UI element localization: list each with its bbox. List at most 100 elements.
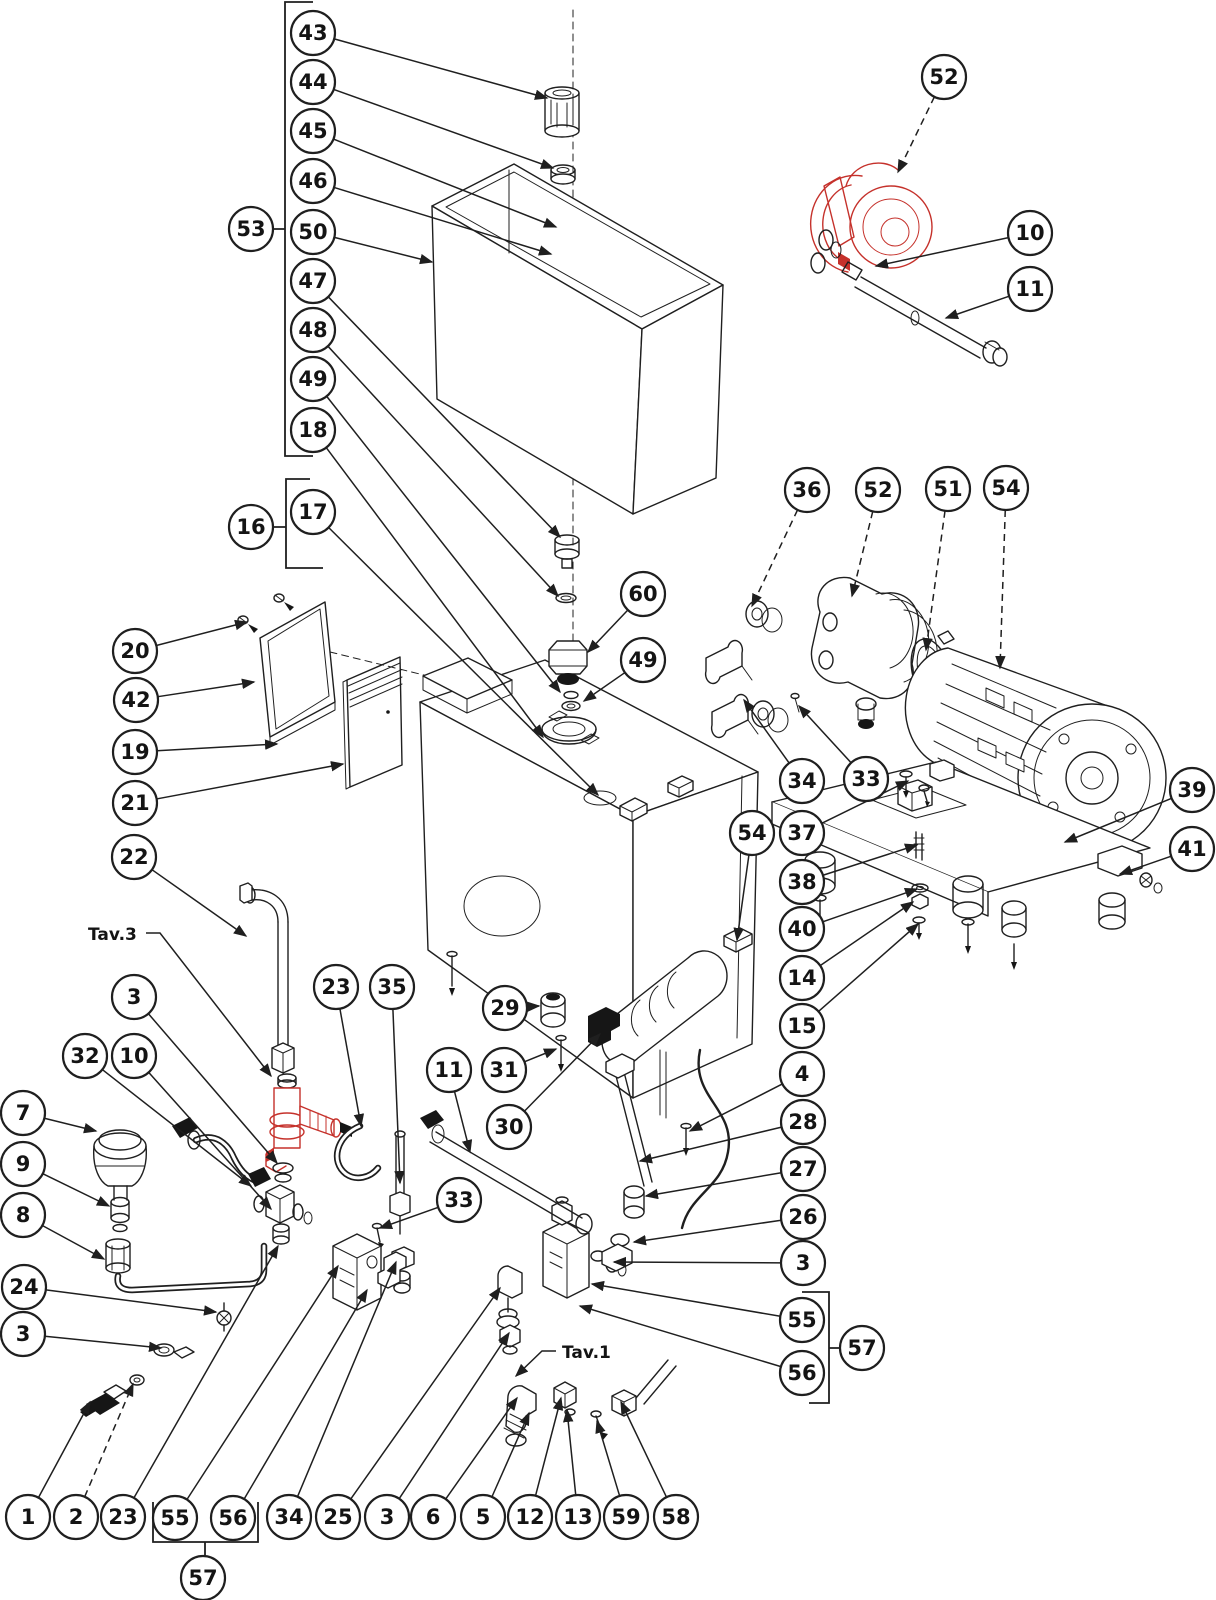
callout-circle[interactable] — [779, 1193, 827, 1241]
callout-34[interactable]: 34 — [265, 1493, 313, 1541]
table-ref-label[interactable]: Tav.1 — [562, 1343, 611, 1363]
callout-circle[interactable] — [459, 1493, 507, 1541]
callout-55[interactable]: 55 — [778, 1296, 826, 1344]
callout-circle[interactable] — [924, 465, 972, 513]
callout-16[interactable]: 16 — [227, 503, 275, 551]
callout-circle[interactable] — [783, 466, 831, 514]
callout-circle[interactable] — [265, 1493, 313, 1541]
callout-circle[interactable] — [209, 1494, 257, 1542]
callout-circle[interactable] — [1006, 265, 1054, 313]
callout-10[interactable]: 10 — [110, 1032, 158, 1080]
callout-57[interactable]: 57 — [179, 1554, 227, 1600]
callout-circle[interactable] — [289, 107, 337, 155]
callout-49[interactable]: 49 — [619, 636, 667, 684]
callout-circle[interactable] — [61, 1032, 109, 1080]
callout-2[interactable]: 2 — [52, 1493, 100, 1541]
callout-52[interactable]: 52 — [920, 53, 968, 101]
callout-34[interactable]: 34 — [778, 757, 826, 805]
callout-42[interactable]: 42 — [112, 676, 160, 724]
callout-circle[interactable] — [1168, 766, 1216, 814]
callout-circle[interactable] — [778, 757, 826, 805]
callout-26[interactable]: 26 — [779, 1193, 827, 1241]
callout-44[interactable]: 44 — [289, 58, 337, 106]
callout-40[interactable]: 40 — [778, 905, 826, 953]
callout-circle[interactable] — [779, 1145, 827, 1193]
callout-circle[interactable] — [289, 488, 337, 536]
callout-circle[interactable] — [289, 208, 337, 256]
callout-circle[interactable] — [368, 963, 416, 1011]
callout-circle[interactable] — [409, 1493, 457, 1541]
callout-circle[interactable] — [99, 1493, 147, 1541]
callout-5[interactable]: 5 — [459, 1493, 507, 1541]
callout-14[interactable]: 14 — [778, 954, 826, 1002]
callout-22[interactable]: 22 — [110, 833, 158, 881]
callout-33[interactable]: 33 — [842, 755, 890, 803]
callout-49[interactable]: 49 — [289, 355, 337, 403]
callout-circle[interactable] — [0, 1263, 48, 1311]
callout-11[interactable]: 11 — [1006, 265, 1054, 313]
callout-8[interactable]: 8 — [0, 1191, 47, 1239]
callout-28[interactable]: 28 — [779, 1098, 827, 1146]
callout-circle[interactable] — [778, 858, 826, 906]
callout-24[interactable]: 24 — [0, 1263, 48, 1311]
callout-23[interactable]: 23 — [99, 1493, 147, 1541]
callout-circle[interactable] — [110, 1032, 158, 1080]
callout-17[interactable]: 17 — [289, 488, 337, 536]
callout-circle[interactable] — [0, 1191, 47, 1239]
callout-circle[interactable] — [854, 466, 902, 514]
callout-circle[interactable] — [110, 973, 158, 1021]
callout-circle[interactable] — [289, 306, 337, 354]
callout-35[interactable]: 35 — [368, 963, 416, 1011]
callout-11[interactable]: 11 — [425, 1046, 473, 1094]
callout-circle[interactable] — [289, 9, 337, 57]
callout-1[interactable]: 1 — [4, 1493, 52, 1541]
callout-12[interactable]: 12 — [506, 1493, 554, 1541]
callout-circle[interactable] — [227, 503, 275, 551]
callout-39[interactable]: 39 — [1168, 766, 1216, 814]
callout-circle[interactable] — [778, 1002, 826, 1050]
callout-circle[interactable] — [778, 954, 826, 1002]
callout-circle[interactable] — [728, 809, 776, 857]
callout-circle[interactable] — [1168, 825, 1216, 873]
callout-41[interactable]: 41 — [1168, 825, 1216, 873]
callout-circle[interactable] — [289, 157, 337, 205]
callout-circle[interactable] — [602, 1493, 650, 1541]
callout-38[interactable]: 38 — [778, 858, 826, 906]
callout-57[interactable]: 57 — [838, 1324, 886, 1372]
callout-31[interactable]: 31 — [480, 1046, 528, 1094]
callout-circle[interactable] — [312, 963, 360, 1011]
callout-20[interactable]: 20 — [111, 627, 159, 675]
callout-3[interactable]: 3 — [363, 1493, 411, 1541]
callout-circle[interactable] — [4, 1493, 52, 1541]
callout-46[interactable]: 46 — [289, 157, 337, 205]
callout-3[interactable]: 3 — [110, 973, 158, 1021]
callout-32[interactable]: 32 — [61, 1032, 109, 1080]
table-ref-label[interactable]: Tav.3 — [88, 925, 137, 945]
callout-circle[interactable] — [982, 464, 1030, 512]
callout-52[interactable]: 52 — [854, 466, 902, 514]
callout-56[interactable]: 56 — [778, 1349, 826, 1397]
callout-13[interactable]: 13 — [554, 1493, 602, 1541]
callout-circle[interactable] — [435, 1176, 483, 1224]
callout-circle[interactable] — [778, 1050, 826, 1098]
callout-50[interactable]: 50 — [289, 208, 337, 256]
callout-3[interactable]: 3 — [779, 1239, 827, 1287]
callout-circle[interactable] — [314, 1493, 362, 1541]
callout-30[interactable]: 30 — [485, 1103, 533, 1151]
callout-15[interactable]: 15 — [778, 1002, 826, 1050]
callout-circle[interactable] — [289, 406, 337, 454]
callout-25[interactable]: 25 — [314, 1493, 362, 1541]
callout-54[interactable]: 54 — [982, 464, 1030, 512]
callout-circle[interactable] — [778, 809, 826, 857]
callout-circle[interactable] — [112, 676, 160, 724]
callout-circle[interactable] — [554, 1493, 602, 1541]
callout-19[interactable]: 19 — [111, 728, 159, 776]
callout-18[interactable]: 18 — [289, 406, 337, 454]
callout-circle[interactable] — [778, 1296, 826, 1344]
callout-circle[interactable] — [506, 1493, 554, 1541]
callout-circle[interactable] — [227, 205, 275, 253]
callout-circle[interactable] — [481, 984, 529, 1032]
callout-3[interactable]: 3 — [0, 1310, 47, 1358]
callout-circle[interactable] — [1006, 209, 1054, 257]
callout-47[interactable]: 47 — [289, 257, 337, 305]
